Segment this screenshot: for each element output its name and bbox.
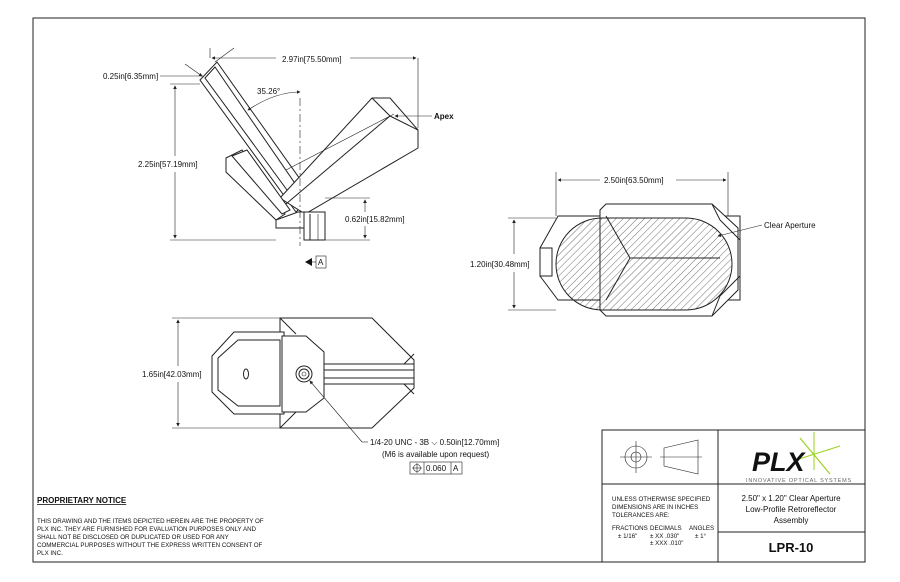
part-number: LPR-10	[769, 540, 814, 555]
logo-text: PLX	[752, 447, 807, 477]
front-view	[160, 47, 432, 269]
title-line: Assembly	[774, 516, 809, 525]
aperture-view-labels: 2.50in[63.50mm] 1.20in[30.48mm] Clear Ap…	[470, 176, 816, 269]
notice-line: PLX INC.	[37, 550, 63, 557]
front-height-label: 2.25in[57.19mm]	[138, 160, 198, 169]
proprietary-notice: PROPRIETARY NOTICE THIS DRAWING AND THE …	[37, 496, 264, 557]
aperture-width-label: 2.50in[63.50mm]	[604, 176, 664, 185]
thread-note-label: 1/4-20 UNC - 3B ⌵ 0.50in[12.70mm]	[370, 438, 499, 447]
position-datum-label: A	[453, 464, 459, 473]
fractions-value: ± 1/16"	[618, 533, 637, 540]
tolerance-line: UNLESS OTHERWISE SPECIFIED	[612, 496, 711, 503]
bottom-view	[172, 317, 463, 475]
tolerance-line: TOLERANCES ARE:	[612, 512, 670, 519]
decimals-value: ± XXX .010"	[650, 540, 683, 547]
aperture-view	[508, 172, 763, 317]
apex-label: Apex	[434, 112, 454, 121]
front-thickness-label: 0.25in[6.35mm]	[103, 72, 158, 81]
notice-line: PLX INC. THEY ARE FURNISHED FOR EVALUATI…	[37, 526, 257, 533]
front-width-label: 2.97in[75.50mm]	[282, 55, 342, 64]
decimals-label: DECIMALS	[650, 525, 682, 532]
front-view-labels: 2.97in[75.50mm] 0.25in[6.35mm] 35.26° 2.…	[103, 55, 454, 267]
decimals-value: ± XX .030"	[650, 533, 679, 540]
tolerance-line: DIMENSIONS ARE IN INCHES	[612, 504, 698, 511]
plx-logo: PLX INNOVATIVE OPTICAL SYSTEMS	[746, 432, 852, 484]
title-line: 2.50" x 1.20" Clear Aperture	[741, 494, 841, 503]
front-angle-label: 35.26°	[257, 87, 280, 96]
bottom-view-labels: 1.65in[42.03mm] 1/4-20 UNC - 3B ⌵ 0.50in…	[142, 370, 499, 473]
bottom-height-label: 1.65in[42.03mm]	[142, 370, 202, 379]
thread-alt-note: (M6 is available upon request)	[382, 450, 490, 459]
projection-symbol-icon	[620, 439, 702, 475]
title-line: Low-Profile Retroreflector	[746, 505, 837, 514]
notice-line: THIS DRAWING AND THE ITEMS DEPICTED HERE…	[37, 518, 264, 525]
notice-line: COMMERCIAL PURPOSES WITHOUT THE EXPRESS …	[37, 542, 263, 549]
clear-aperture-label: Clear Aperture	[764, 221, 816, 230]
front-base-height-label: 0.62in[15.82mm]	[345, 215, 405, 224]
sheet-border	[32, 17, 866, 563]
logo-tagline: INNOVATIVE OPTICAL SYSTEMS	[746, 478, 852, 484]
fractions-label: FRACTIONS	[612, 525, 648, 532]
notice-line: SHALL NOT BE DISCLOSED OR DUPLICATED OR …	[37, 534, 229, 541]
aperture-height-label: 1.20in[30.48mm]	[470, 260, 530, 269]
datum-a-label: A	[318, 258, 324, 267]
position-tolerance-value: 0.060	[426, 464, 447, 473]
title-block: PLX INNOVATIVE OPTICAL SYSTEMS UNLESS OT…	[601, 429, 866, 563]
angles-label: ANGLES	[689, 525, 714, 532]
angles-value: ± 1°	[695, 533, 707, 540]
notice-heading: PROPRIETARY NOTICE	[37, 496, 127, 505]
